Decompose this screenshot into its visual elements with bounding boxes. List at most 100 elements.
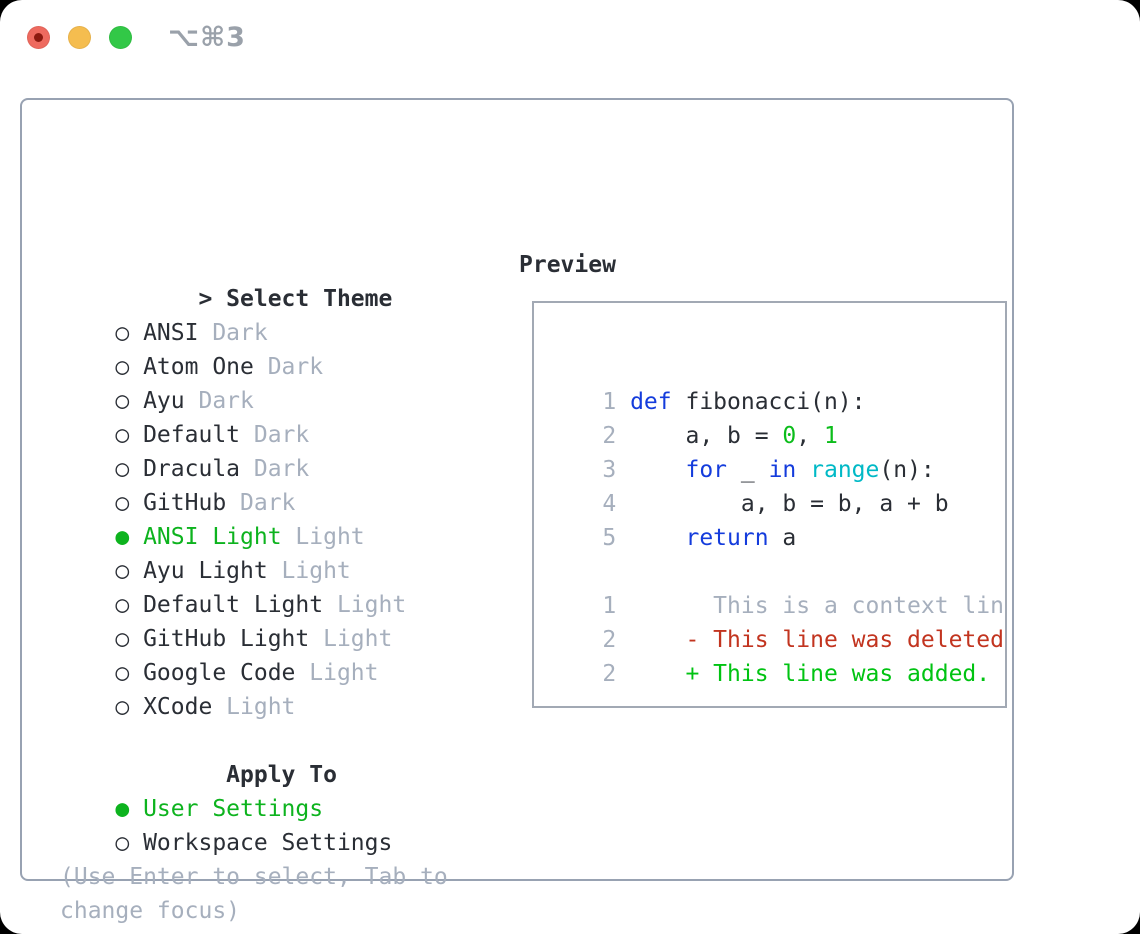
option-label: Google Code — [143, 660, 296, 686]
code-token: 0 — [782, 423, 797, 449]
theme-option-google-code[interactable]: ○ Google Code Light — [60, 622, 462, 686]
line-content: return a — [630, 525, 796, 551]
option-label: User Settings — [143, 796, 324, 822]
preview-box: 1 def fibonacci(n): 2 a, b = 0, 1 3 for _… — [532, 301, 1007, 708]
line-number: 1 — [602, 593, 617, 619]
code-token: a, b = b, a + b — [630, 491, 949, 517]
code-token: (n): — [879, 457, 935, 483]
radio-icon: ○ — [115, 490, 130, 516]
code-token: _ — [727, 457, 769, 483]
option-variant-label: Light — [281, 558, 351, 584]
option-variant-label: Light — [336, 592, 407, 618]
radio-icon: ○ — [115, 830, 130, 856]
theme-option-xcode[interactable]: ○ XCode Light — [60, 656, 462, 720]
option-variant-label: Dark — [212, 320, 268, 346]
apply-option-workspace-settings[interactable]: ○ Workspace Settings — [60, 792, 462, 856]
code-line: 4 a, b = b, a + b — [547, 453, 1005, 517]
close-dot-icon — [34, 33, 43, 42]
theme-option-github-light[interactable]: ○ GitHub Light Light — [60, 588, 462, 652]
option-variant-label: Dark — [240, 490, 296, 516]
option-variant-label: Dark — [267, 354, 324, 380]
code-line: 3 for _ in range(n): — [547, 419, 1005, 483]
radio-icon: ○ — [115, 354, 130, 380]
theme-option-github[interactable]: ○ GitHub Dark — [60, 452, 462, 516]
line-content: + This line was added. — [630, 661, 990, 687]
code-token: in — [768, 457, 797, 483]
radio-icon: ○ — [115, 694, 130, 720]
line-number: 3 — [602, 457, 617, 483]
option-label: ANSI Light — [143, 524, 282, 550]
radio-icon: ○ — [115, 320, 130, 346]
line-content: def fibonacci(n): — [630, 389, 865, 415]
option-variant-label: Light — [226, 694, 296, 720]
option-variant-label: Dark — [198, 388, 254, 414]
radio-icon: ○ — [115, 422, 130, 448]
line-content: a, b = b, a + b — [630, 491, 949, 517]
option-label: XCode — [143, 694, 213, 720]
theme-option-default[interactable]: ○ Default Dark — [60, 384, 462, 448]
option-variant-label: Light — [295, 524, 365, 550]
theme-option-default-light[interactable]: ○ Default Light Light — [60, 554, 462, 618]
line-number: 1 — [602, 389, 617, 415]
code-token — [630, 525, 685, 551]
option-label: Default Light — [143, 592, 324, 618]
radio-icon: ○ — [115, 558, 130, 584]
code-line: 1 This is a context line. — [547, 555, 1005, 619]
option-label: Workspace Settings — [143, 830, 393, 856]
option-label: Ayu — [143, 388, 185, 414]
code-token: for — [685, 457, 728, 483]
option-variant-label: Dark — [253, 456, 310, 482]
code-line: 5 return a — [547, 487, 1005, 551]
option-variant-label: Light — [323, 626, 393, 652]
theme-option-ayu[interactable]: ○ Ayu Dark — [60, 350, 462, 414]
code-token: This is a context line. — [630, 593, 1007, 619]
apply-to-title: Apply To — [226, 762, 337, 788]
select-theme-title: Select Theme — [226, 286, 393, 312]
option-label: Default — [143, 422, 241, 448]
option-label: GitHub Light — [143, 626, 310, 652]
code-line: 2 + This line was added. — [547, 623, 1005, 687]
code-token: a — [768, 525, 797, 551]
line-content: - This line was deleted. — [630, 627, 1005, 653]
line-number: 2 — [602, 423, 617, 449]
option-label: GitHub — [143, 490, 227, 516]
code-preview: 1 def fibonacci(n): 2 a, b = 0, 1 3 for _… — [547, 351, 1005, 687]
prompt-cursor-icon: > — [198, 286, 213, 312]
option-variant-label: Light — [309, 660, 379, 686]
maximize-button[interactable] — [109, 26, 132, 49]
code-token: a, b = — [630, 423, 783, 449]
line-number: 2 — [602, 627, 617, 653]
code-token: , — [796, 423, 824, 449]
radio-icon: ○ — [115, 626, 130, 652]
line-number: 5 — [602, 525, 617, 551]
code-token: + This line was added. — [630, 661, 991, 687]
close-button[interactable] — [27, 26, 50, 49]
line-number: 4 — [602, 491, 617, 517]
radio-icon: ● — [115, 796, 130, 822]
code-token: fibonacci(n): — [671, 389, 866, 415]
apply-to-list: ● User Settings ○ Workspace Settings — [60, 758, 462, 856]
window-shortcut-label: ⌥⌘3 — [168, 22, 246, 53]
code-token — [630, 457, 685, 483]
apply-to-header: Apply To — [60, 724, 462, 788]
radio-icon: ○ — [115, 660, 130, 686]
minimize-button[interactable] — [68, 26, 91, 49]
code-token: return — [685, 525, 769, 551]
code-token — [796, 457, 810, 483]
line-content: for _ in range(n): — [630, 457, 935, 483]
radio-icon: ○ — [115, 456, 130, 482]
option-variant-label: Dark — [253, 422, 310, 448]
line-content: a, b = 0, 1 — [630, 423, 837, 449]
code-token: def — [630, 389, 672, 415]
radio-icon: ○ — [115, 388, 130, 414]
line-content: This is a context line. — [630, 593, 1007, 619]
apply-option-user-settings[interactable]: ● User Settings — [60, 758, 462, 822]
